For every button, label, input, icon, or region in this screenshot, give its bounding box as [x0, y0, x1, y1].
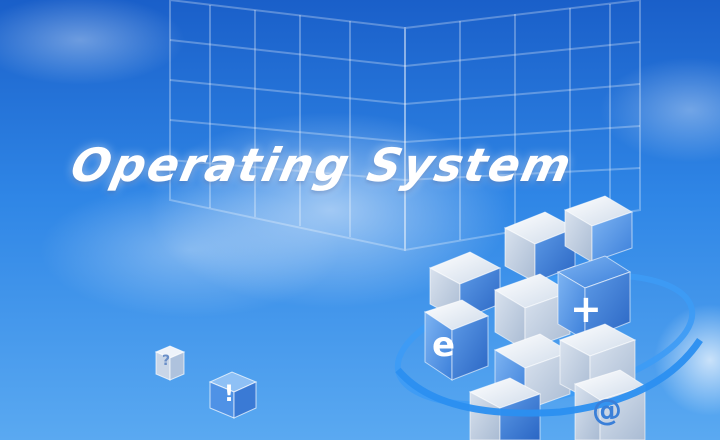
cube-glyph-question: ? [162, 353, 171, 369]
cube-glyph-at: @ [592, 393, 622, 428]
orbit-ring-front [395, 338, 703, 417]
small-cubes [154, 345, 258, 419]
cube-glyph-exclamation: ! [224, 382, 235, 407]
cube-glyph-plus: + [570, 287, 602, 331]
cube-glyph-e: e [432, 325, 456, 365]
